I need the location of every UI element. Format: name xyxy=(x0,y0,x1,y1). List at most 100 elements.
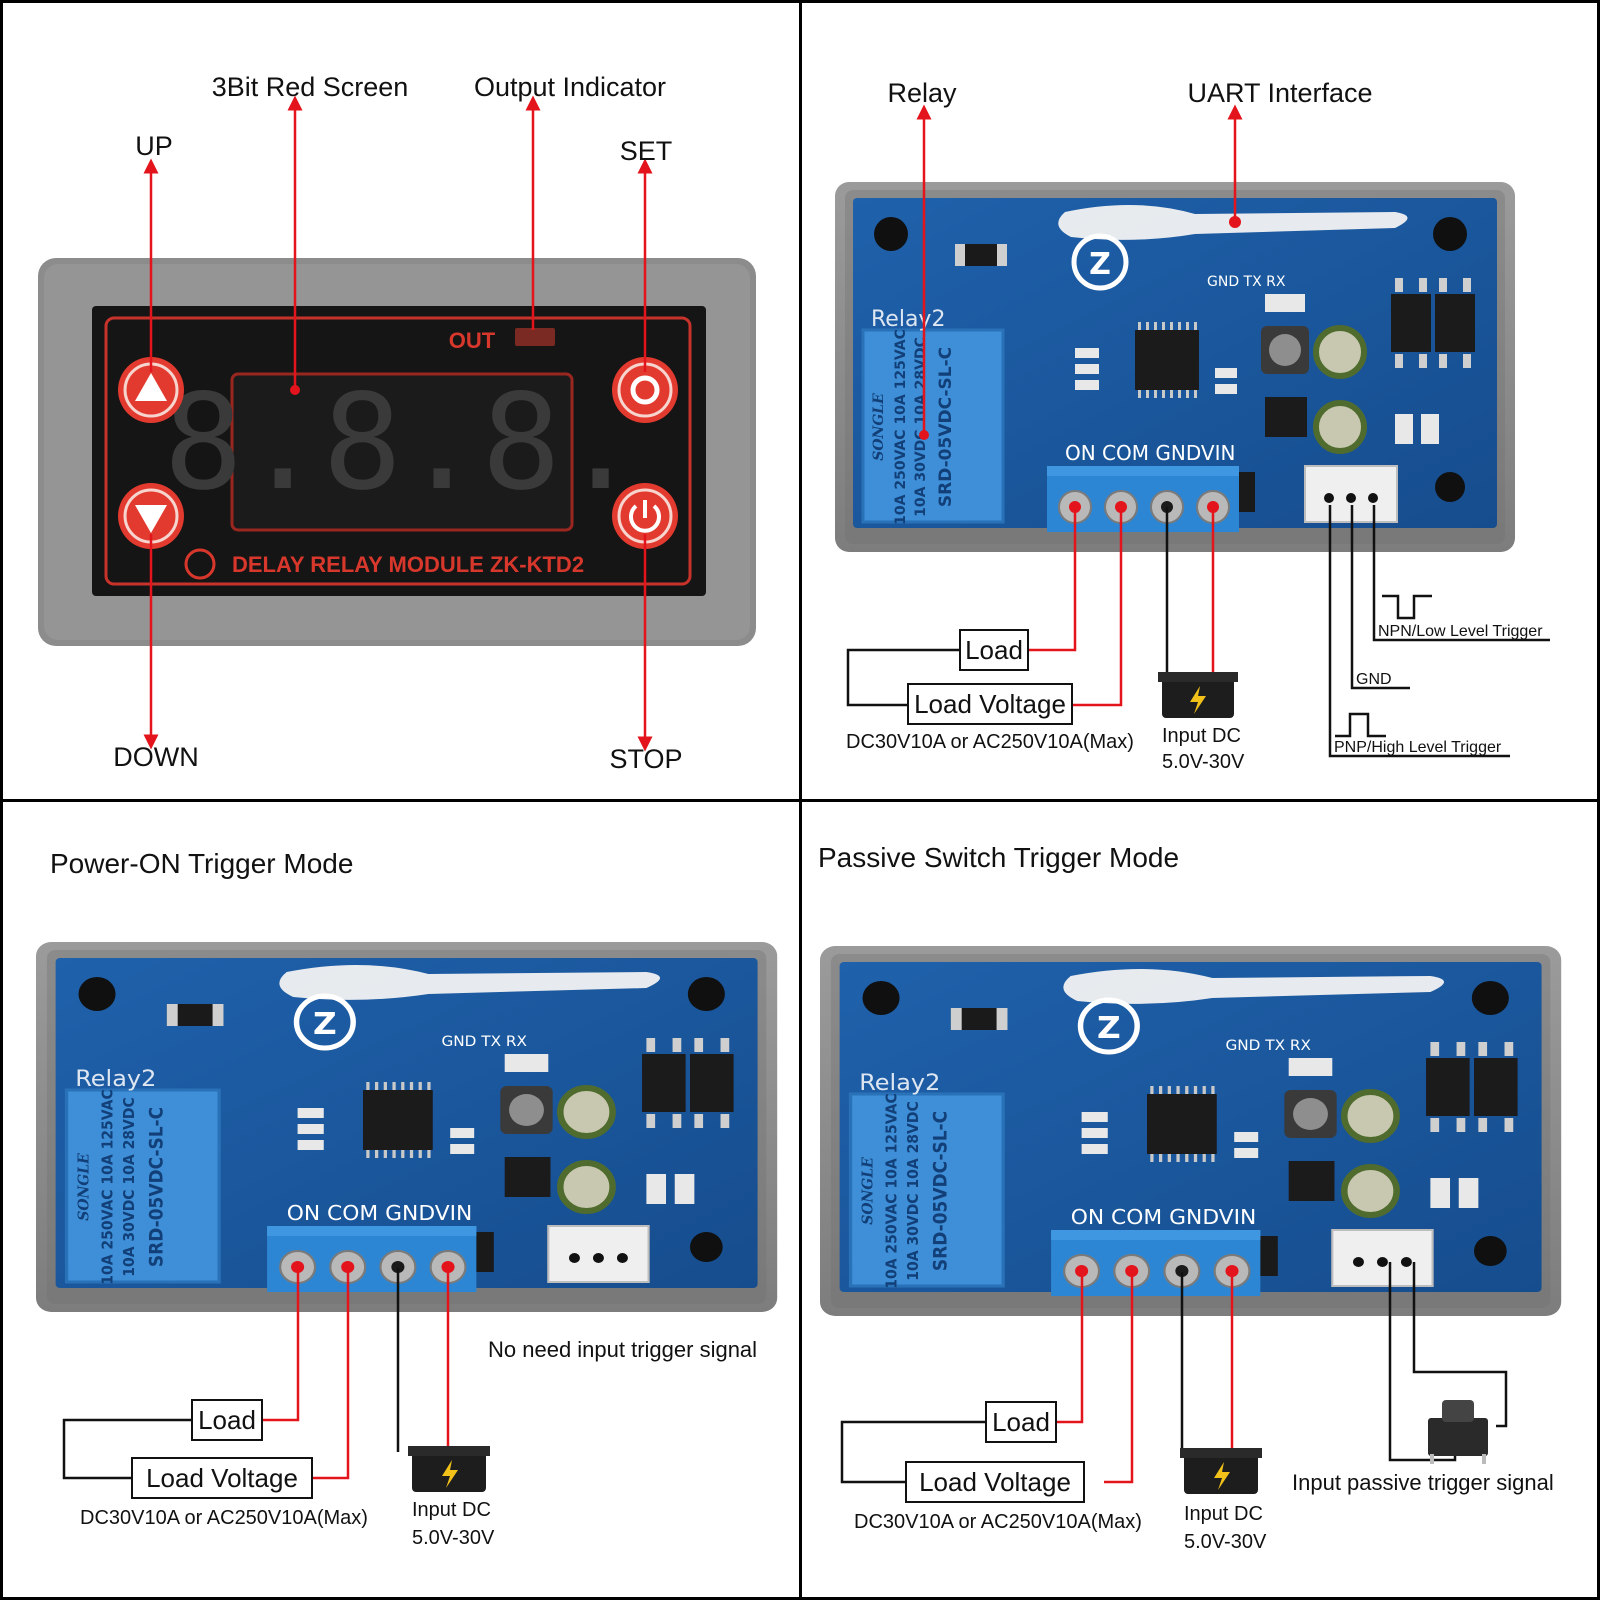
load-voltage-box xyxy=(907,683,1073,725)
input-dc-label: Input DC xyxy=(1184,1503,1263,1525)
up-arrow-icon xyxy=(135,373,167,401)
panel-power-on-mode: Power-ON Trigger Mode ON COM GNDVIN Rela… xyxy=(0,800,800,1600)
load-spec: DC30V10A or AC250V10A(Max) xyxy=(846,731,1134,753)
gear-icon xyxy=(630,375,660,405)
pnp-wire xyxy=(1328,505,1510,758)
push-button-icon xyxy=(1428,1400,1488,1464)
panel-passive-switch-mode: Passive Switch Trigger Mode ON COM GNDVI… xyxy=(800,800,1600,1600)
terminal-labels: ON COM GNDVIN xyxy=(287,1202,473,1225)
relay-rating-1: 10A 250VAC 10A 125VAC xyxy=(893,329,909,525)
up-label: UP xyxy=(135,131,173,161)
output-indicator-led xyxy=(515,328,555,346)
npn-wire xyxy=(1372,505,1550,642)
module-name: DELAY RELAY MODULE ZK-KTD2 xyxy=(232,552,584,577)
load-voltage-label: Load Voltage xyxy=(919,1467,1071,1497)
load-loop-wire xyxy=(62,1418,192,1480)
stop-label: STOP xyxy=(609,744,682,774)
up-button[interactable] xyxy=(118,357,184,423)
load-voltage-label: Load Voltage xyxy=(146,1463,298,1493)
mode-title: Passive Switch Trigger Mode xyxy=(818,842,1179,873)
panel-wiring-overview: ON COM GNDVIN Relay2 GND TX RX 10A 250VA… xyxy=(800,0,1600,800)
power-icon xyxy=(629,504,661,533)
load-voltage-wire xyxy=(312,1268,350,1480)
battery-icon xyxy=(1158,672,1238,718)
relay-brand: SONGLE xyxy=(871,393,887,461)
relay-model: SRD-05VDC-SL-C xyxy=(936,347,956,507)
relay-rating-2: 10A 30VDC 10A 28VDC xyxy=(913,337,929,517)
down-arrow-icon xyxy=(135,505,167,533)
relay-brand: SONGLE xyxy=(859,1156,877,1224)
battery-icon xyxy=(408,1446,490,1492)
load-voltage-box xyxy=(905,1461,1085,1503)
load-voltage-label: Load Voltage xyxy=(914,689,1066,719)
uart-silk: GND TX RX xyxy=(441,1034,526,1050)
pnp-label: PNP/High Level Trigger xyxy=(1334,739,1502,756)
front-panel-diagram: 8.8.8. OUT DELAY RELAY MODULE ZK-KTD xyxy=(38,72,756,774)
load-spec: DC30V10A or AC250V10A(Max) xyxy=(80,1507,368,1529)
relay-rating-2: 10A 30VDC 10A 28VDC xyxy=(905,1101,923,1280)
load-label: Load xyxy=(198,1405,256,1435)
load-loop-wire xyxy=(846,648,960,707)
load-label: Load xyxy=(965,635,1023,665)
load-spec: DC30V10A or AC250V10A(Max) xyxy=(854,1511,1142,1533)
terminal-labels: ON COM GNDVIN xyxy=(1071,1206,1257,1229)
load-loop-wire xyxy=(840,1420,986,1484)
load-box xyxy=(959,629,1029,671)
passive-trigger-label: Input passive trigger signal xyxy=(1292,1470,1554,1495)
relay-brand: SONGLE xyxy=(75,1152,93,1220)
relay-rating-2: 10A 30VDC 10A 28VDC xyxy=(121,1097,139,1276)
passive-switch-mode-diagram: Passive Switch Trigger Mode ON COM GNDVI… xyxy=(800,842,1600,1553)
no-trigger-label: No need input trigger signal xyxy=(488,1337,757,1362)
gnd-signal-wire xyxy=(1350,505,1410,690)
display-digits: 8.8.8. xyxy=(164,366,641,520)
set-label: SET xyxy=(620,136,673,166)
brand-logo-icon xyxy=(184,548,216,580)
board-brand: Relay2 xyxy=(75,1067,156,1092)
screen-label: 3Bit Red Screen xyxy=(212,72,409,102)
uart-silk: GND TX RX xyxy=(1207,274,1286,290)
load-box xyxy=(191,1399,263,1441)
battery-icon xyxy=(1180,1448,1262,1494)
horizontal-divider xyxy=(0,799,1600,802)
wiring-overview-diagram: ON COM GNDVIN Relay2 GND TX RX 10A 250VA… xyxy=(800,78,1550,773)
relay-rating-1: 10A 250VAC 10A 125VAC xyxy=(883,1093,901,1288)
relay-model: SRD-05VDC-SL-C xyxy=(146,1107,168,1267)
load-voltage-wire xyxy=(1104,1272,1134,1484)
seven-segment-display xyxy=(230,372,574,532)
pcb-module: ON COM GNDVIN Relay2 GND TX RX 10A 250VA… xyxy=(36,942,777,1312)
high-pulse-icon xyxy=(1335,712,1386,738)
input-dc-label: Input DC xyxy=(1162,725,1241,747)
power-on-mode-diagram: Power-ON Trigger Mode ON COM GNDVIN Rela… xyxy=(0,848,800,1549)
board-brand: Relay2 xyxy=(859,1071,940,1096)
panel-interface-overview: 8.8.8. OUT DELAY RELAY MODULE ZK-KTD xyxy=(0,0,800,800)
trigger-wire-b xyxy=(1412,1262,1508,1428)
relay-model: SRD-05VDC-SL-C xyxy=(930,1111,952,1271)
relay-rating-1: 10A 250VAC 10A 125VAC xyxy=(99,1089,117,1284)
set-button[interactable] xyxy=(612,357,678,423)
load-wire xyxy=(1056,1272,1084,1424)
indicator-label: Output Indicator xyxy=(474,72,666,102)
input-range-label: 5.0V-30V xyxy=(412,1527,495,1549)
board-brand: Relay2 xyxy=(871,307,945,332)
terminal-labels: ON COM GNDVIN xyxy=(1065,441,1235,465)
gnd-label: GND xyxy=(1356,671,1392,688)
uart-silk: GND TX RX xyxy=(1225,1038,1310,1054)
input-dc-label: Input DC xyxy=(412,1499,491,1521)
load-wire xyxy=(1028,507,1077,652)
load-box xyxy=(985,1401,1057,1443)
npn-label: NPN/Low Level Trigger xyxy=(1378,623,1543,640)
load-voltage-box xyxy=(131,1457,313,1499)
out-label: OUT xyxy=(449,328,496,353)
uart-label: UART Interface xyxy=(1187,78,1372,108)
load-voltage-wire xyxy=(1072,507,1123,707)
pcb-module: ON COM GNDVIN Relay2 GND TX RX 10A 250VA… xyxy=(835,182,1515,552)
low-pulse-icon xyxy=(1382,594,1432,620)
input-range-label: 5.0V-30V xyxy=(1162,751,1245,773)
relay-label: Relay xyxy=(887,78,957,108)
input-range-label: 5.0V-30V xyxy=(1184,1531,1267,1553)
pcb-module: ON COM GNDVIN Relay2 GND TX RX 10A 250VA… xyxy=(820,946,1561,1316)
mode-title: Power-ON Trigger Mode xyxy=(50,848,353,879)
load-label: Load xyxy=(992,1407,1050,1437)
down-label: DOWN xyxy=(113,742,198,772)
load-wire xyxy=(262,1268,300,1422)
